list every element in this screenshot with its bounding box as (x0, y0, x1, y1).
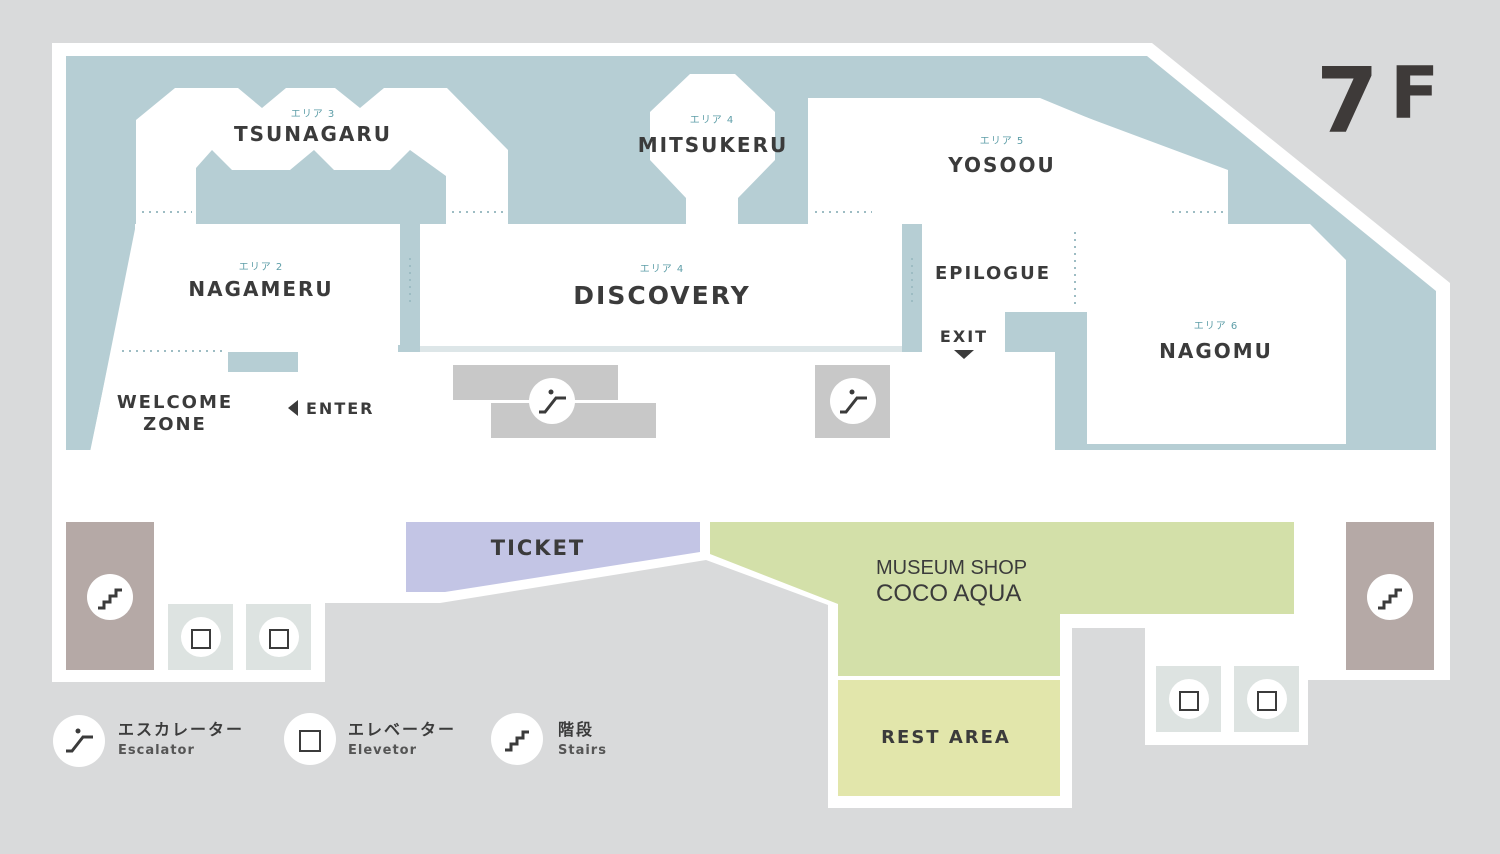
elevator-group-left (168, 604, 311, 670)
zone-discovery-name: DISCOVERY (573, 281, 750, 310)
legend-escalator-en: Escalator (118, 743, 195, 758)
shop-label-line2: COCO AQUA (876, 580, 1021, 607)
exit-label: EXIT (940, 327, 988, 346)
legend-escalator-jp: エスカレーター (118, 720, 244, 739)
elevator-icon (284, 713, 336, 765)
room-tsunagaru[interactable] (136, 88, 508, 224)
wall (902, 224, 922, 250)
zone-nagomu-sub: エリア 6 (1194, 321, 1239, 332)
elevator-icon (181, 617, 221, 657)
room-epilogue-nagomu[interactable] (922, 224, 1346, 444)
rest-area-label: REST AREA (881, 727, 1011, 748)
wall (400, 224, 420, 250)
room-mitsukeru[interactable] (650, 74, 775, 224)
zone-nagameru-name: NAGAMERU (188, 277, 333, 301)
zone-discovery-sub: エリア 4 (640, 264, 685, 275)
enter-arrow-icon (288, 400, 298, 416)
zone-epilogue-name: EPILOGUE (935, 263, 1051, 284)
room-discovery[interactable] (420, 224, 902, 346)
legend-stairs-en: Stairs (558, 743, 607, 758)
ticket-label: TICKET (491, 536, 586, 560)
floor-number: 7 (1316, 49, 1379, 154)
enter-label: ENTER (306, 399, 374, 418)
room-nagameru-welcome[interactable] (80, 224, 400, 504)
shop-label-line1: MUSEUM SHOP (876, 557, 1027, 579)
wall (902, 312, 922, 352)
museum-shop[interactable] (710, 522, 1294, 676)
elevator-icon (259, 617, 299, 657)
wall (400, 312, 420, 352)
legend-stairs-jp: 階段 (558, 720, 594, 739)
zone-yosoou-sub: エリア 5 (980, 136, 1025, 147)
welcome-zone-line2: ZONE (143, 414, 207, 435)
zone-nagomu-name: NAGOMU (1159, 339, 1273, 363)
welcome-zone-line1: WELCOME (117, 392, 233, 413)
zone-tsunagaru-name: TSUNAGARU (234, 122, 392, 146)
wall (420, 346, 902, 352)
zone-nagameru-sub: エリア 2 (239, 262, 284, 273)
zone-mitsukeru-name: MITSUKERU (638, 133, 788, 157)
escalator-icon-glyph (539, 396, 566, 414)
legend-elevator-jp: エレベーター (348, 720, 456, 739)
ticket-area[interactable] (406, 522, 700, 592)
zone-yosoou-name: YOSOOU (947, 153, 1055, 177)
dotted-partitions (122, 211, 1224, 352)
legend-elevator-en: Elevetor (348, 743, 417, 758)
elevator-icon (1247, 679, 1287, 719)
room-yosoou[interactable] (808, 100, 1228, 224)
elevator-group-right (1156, 666, 1299, 732)
zone-mitsukeru-sub: エリア 4 (690, 115, 735, 126)
floor-suffix: F (1390, 51, 1439, 135)
rest-area[interactable] (838, 680, 1060, 796)
lower-corridor (66, 450, 1436, 520)
legend: エスカレーター Escalator エレベーター Elevetor 階段 Sta… (53, 713, 607, 767)
exit-arrow-icon (954, 350, 974, 359)
elevator-icon (1169, 679, 1209, 719)
zone-tsunagaru-sub: エリア 3 (291, 109, 336, 120)
